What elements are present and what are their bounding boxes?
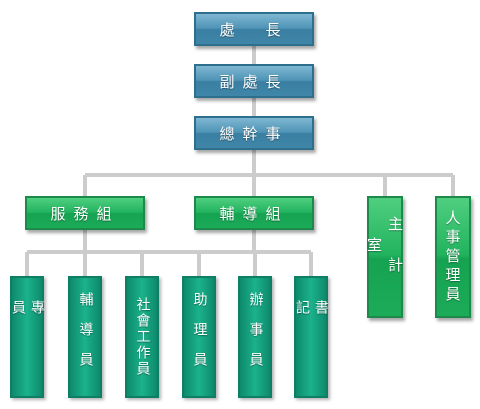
- deputy-director-box: 副處長: [194, 64, 314, 98]
- staff-label-social-worker: 社會工作員: [134, 297, 151, 377]
- staff-box-specialist: 專員: [10, 276, 45, 398]
- staff-box-assistant: 助理員: [182, 276, 216, 398]
- director-box: 處 長: [194, 12, 314, 46]
- staff-box-counselor: 輔導員: [68, 276, 102, 398]
- staff-label-clerk: 辦事員: [247, 292, 264, 382]
- deputy-director-label: 副處長: [219, 72, 289, 91]
- director-label: 處 長: [219, 20, 289, 39]
- guidance-group-label: 輔導組: [219, 204, 289, 223]
- service-group-box: 服務組: [25, 196, 145, 230]
- staff-box-secretary: 書記: [294, 276, 329, 398]
- personnel-officer-box: 人事管理員: [435, 196, 471, 318]
- personnel-officer-label: 人事管理員: [443, 209, 462, 305]
- staff-box-clerk: 辦事員: [238, 276, 272, 398]
- staff-label-secretary: 書記: [294, 300, 329, 374]
- staff-label-assistant: 助理員: [191, 292, 208, 382]
- guidance-group-box: 輔導組: [194, 196, 314, 230]
- staff-box-social-worker: 社會工作員: [125, 276, 159, 398]
- accounting-office-label: 主計室: [365, 216, 404, 298]
- accounting-office-box: 主計室: [365, 196, 404, 318]
- secretary-general-label: 總幹事: [219, 124, 289, 143]
- secretary-general-box: 總幹事: [194, 116, 314, 150]
- staff-label-specialist: 專員: [10, 300, 45, 374]
- service-group-label: 服務組: [50, 204, 120, 223]
- staff-label-counselor: 輔導員: [77, 292, 94, 382]
